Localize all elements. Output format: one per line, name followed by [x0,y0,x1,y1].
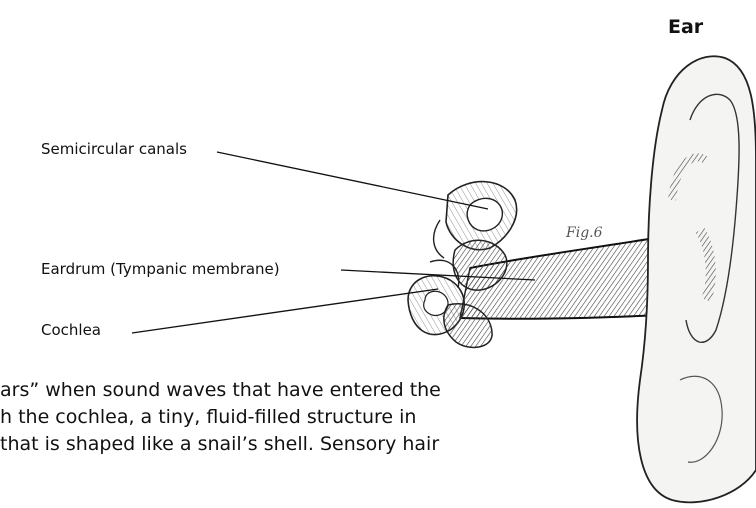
inner-ear-structures [430,182,517,291]
leader-line-semicircular [217,152,488,209]
label-cochlea: Cochlea [41,321,101,339]
body-paragraph: ars” when sound waves that have entered … [0,377,441,458]
diagram-title: Ear [668,16,703,38]
label-eardrum: Eardrum (Tympanic membrane) [41,260,280,278]
label-semicircular-canals: Semicircular canals [41,140,187,158]
outer-ear-auricle [637,56,756,502]
leader-line-cochlea [132,289,438,333]
body-line: ars” when sound waves that have entered … [0,377,441,404]
body-line: h the cochlea, a tiny, fluid-filled stru… [0,404,441,431]
figure-caption: Fig.6 [566,225,603,241]
body-line: that is shaped like a snail’s shell. Sen… [0,431,441,458]
